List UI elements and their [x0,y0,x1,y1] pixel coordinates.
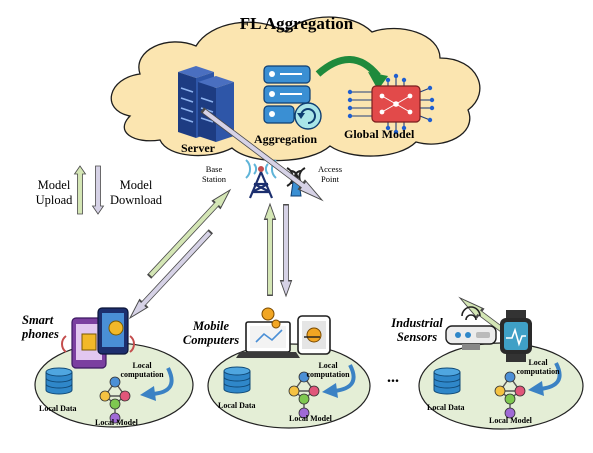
tablet-icon [297,315,331,355]
global-model-icon [347,73,435,135]
base-station-label: Base Station [196,164,232,184]
base-station-label-line2: Station [201,174,227,184]
local-model-label: Local Model [95,418,138,427]
base-station-label-line1: Base [205,164,223,174]
local-data-label: Local Data [218,401,256,410]
aggregation-to-global-arrow [315,56,388,90]
download-legend-line1: Model [119,178,153,192]
base-station-tower-icon [245,159,277,199]
smartphones-label: Smart phones [22,313,59,341]
local-computation-label: Local computation [510,358,566,376]
model-download-legend-label: Model Download [106,178,166,208]
access-point-label-line1: Access [317,164,343,174]
aggregation-icon [263,65,322,130]
aggregation-label: Aggregation [254,132,318,146]
local-computation-line1: Local [132,361,152,370]
local-computation-label: Local computation [300,361,356,379]
mobile-computers-label-line1: Mobile [192,319,230,333]
local-data-label: Local Data [39,404,77,413]
smartphones-label-line1: Smart [22,313,54,327]
diagram-title: FL Aggregation [239,14,354,33]
smartphone-icon [61,307,135,369]
upload-legend-line1: Model [37,178,71,192]
local-model-label: Local Model [289,414,332,423]
local-computation-line1: Local [528,358,548,367]
local-data-icon [223,366,251,394]
local-computation-line2: computation [516,367,560,376]
access-point-label-line2: Point [321,174,339,184]
sensor-icon [445,306,497,350]
industrial-sensors-label: Industrial Sensors [388,316,446,344]
legend-download-arrow [92,165,104,215]
mobile-computers-label-line2: Computers [182,333,240,347]
local-computation-line1: Local [318,361,338,370]
download-legend-line2: Download [109,193,163,207]
local-data-icon [45,367,73,395]
local-computation-line2: computation [306,370,350,379]
more-clusters-ellipsis: ... [387,369,399,386]
local-computation-line2: computation [120,370,164,379]
middle-download-arrow [279,204,293,297]
mobile-computers-label: Mobile Computers [180,319,242,347]
middle-upload-arrow [263,203,277,296]
left-download-arrow [125,227,215,323]
local-computation-label: Local computation [114,361,170,379]
local-computation-arrow [528,362,562,396]
industrial-sensors-label-line2: Sensors [396,330,438,344]
laptop-icon [236,307,300,358]
access-point-label: Access Point [312,164,348,184]
industrial-sensors-label-line1: Industrial [391,316,443,330]
smartphones-label-line2: phones [22,327,59,341]
smartwatch-icon [500,310,532,362]
local-computation-arrow [322,364,356,398]
server-label: Server [181,141,215,155]
local-model-label: Local Model [489,416,532,425]
global-model-label: Global Model [344,127,415,141]
local-data-label: Local Data [427,403,465,412]
local-computation-arrow [140,367,174,401]
model-upload-legend-label: Model Upload [30,178,78,208]
upload-legend-line2: Upload [35,193,73,207]
local-data-icon [433,367,461,395]
